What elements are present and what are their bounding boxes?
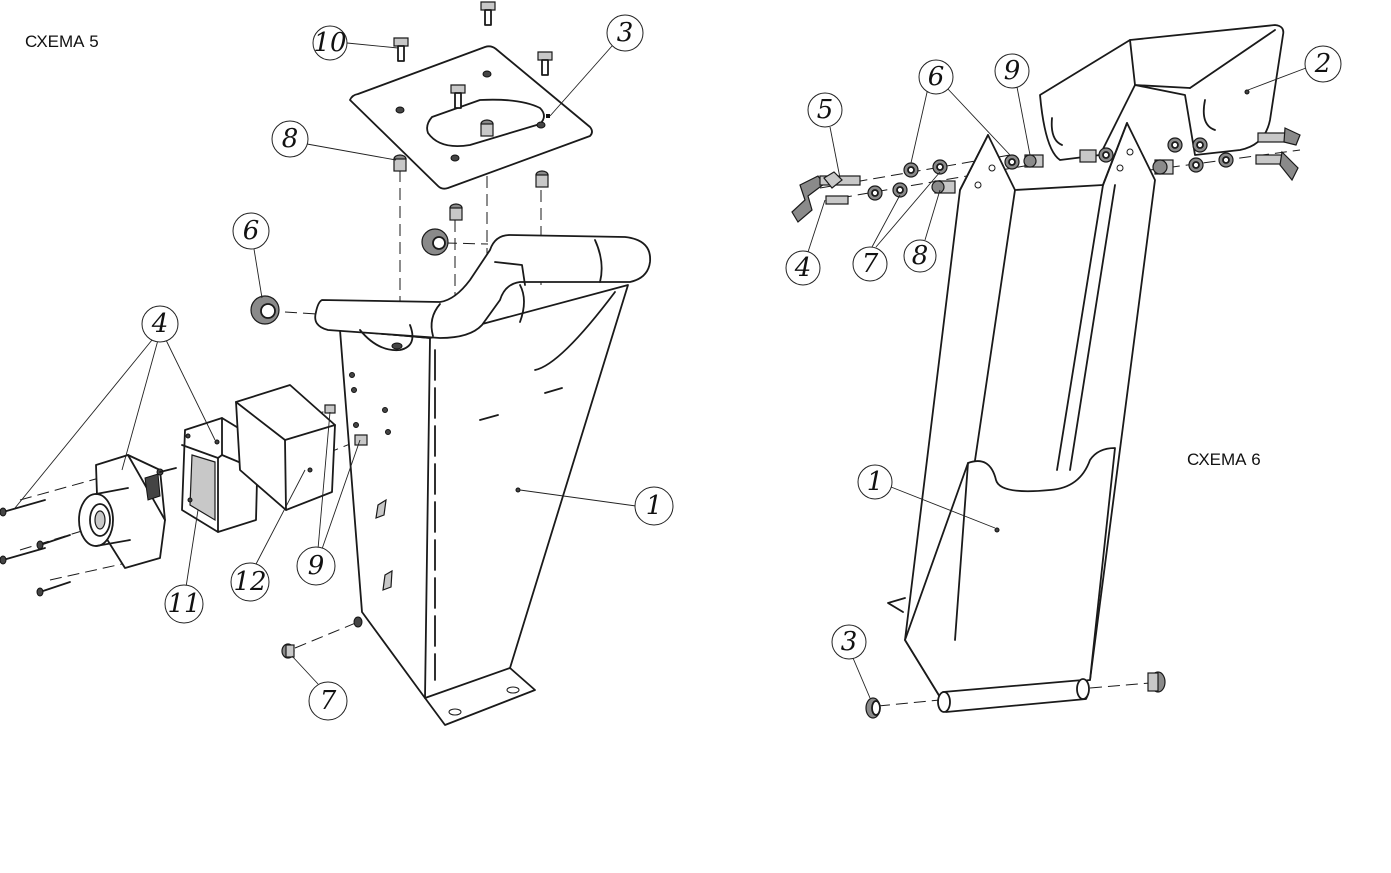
scheme-6-title: СХЕМА 6 — [1187, 450, 1261, 469]
scheme-5-drawing: 10 3 8 6 4 1 9 12 — [0, 1, 674, 726]
bottom-plugs — [865, 671, 1166, 719]
bolts-top — [393, 1, 553, 221]
callout-r9: 9 — [1004, 56, 1021, 86]
callout-4: 4 — [151, 309, 169, 339]
callout-r1: 1 — [867, 467, 884, 497]
end-plug — [281, 616, 363, 659]
callout-9: 9 — [308, 551, 325, 581]
callout-10: 10 — [313, 28, 346, 58]
callout-r3: 3 — [841, 627, 858, 657]
callout-12: 12 — [233, 567, 266, 597]
callout-r5: 5 — [817, 95, 834, 125]
deflector-hood — [1039, 24, 1285, 161]
handle-tube — [314, 234, 651, 352]
callouts-scheme-6: 6 9 5 2 4 7 8 1 3 — [785, 45, 1342, 699]
callouts-scheme-5: 10 3 8 6 4 1 9 12 — [14, 14, 674, 721]
callout-r8: 8 — [912, 241, 929, 271]
callout-r6: 6 — [928, 62, 945, 92]
callout-6: 6 — [243, 216, 260, 246]
callout-r7: 7 — [862, 249, 879, 279]
bottom-roller — [937, 678, 1090, 713]
bearing-flange — [78, 454, 166, 569]
fasteners-right — [1079, 127, 1301, 182]
hopper-body — [339, 284, 629, 726]
callout-11: 11 — [167, 589, 200, 619]
callout-1: 1 — [646, 491, 663, 521]
cover-box — [235, 384, 336, 511]
top-plate — [349, 45, 593, 190]
callout-7: 7 — [320, 686, 337, 716]
callout-8: 8 — [282, 124, 299, 154]
scheme-6-drawing: 6 9 5 2 4 7 8 1 3 — [785, 24, 1342, 719]
callout-3: 3 — [617, 18, 634, 48]
scheme-5-title: СХЕМА 5 — [25, 32, 99, 51]
callout-r2: 2 — [1314, 49, 1332, 79]
chute-body — [887, 122, 1156, 698]
callout-r4: 4 — [794, 253, 812, 283]
fasteners-left — [791, 154, 1044, 223]
bushings — [250, 228, 449, 325]
long-screws — [0, 499, 71, 597]
